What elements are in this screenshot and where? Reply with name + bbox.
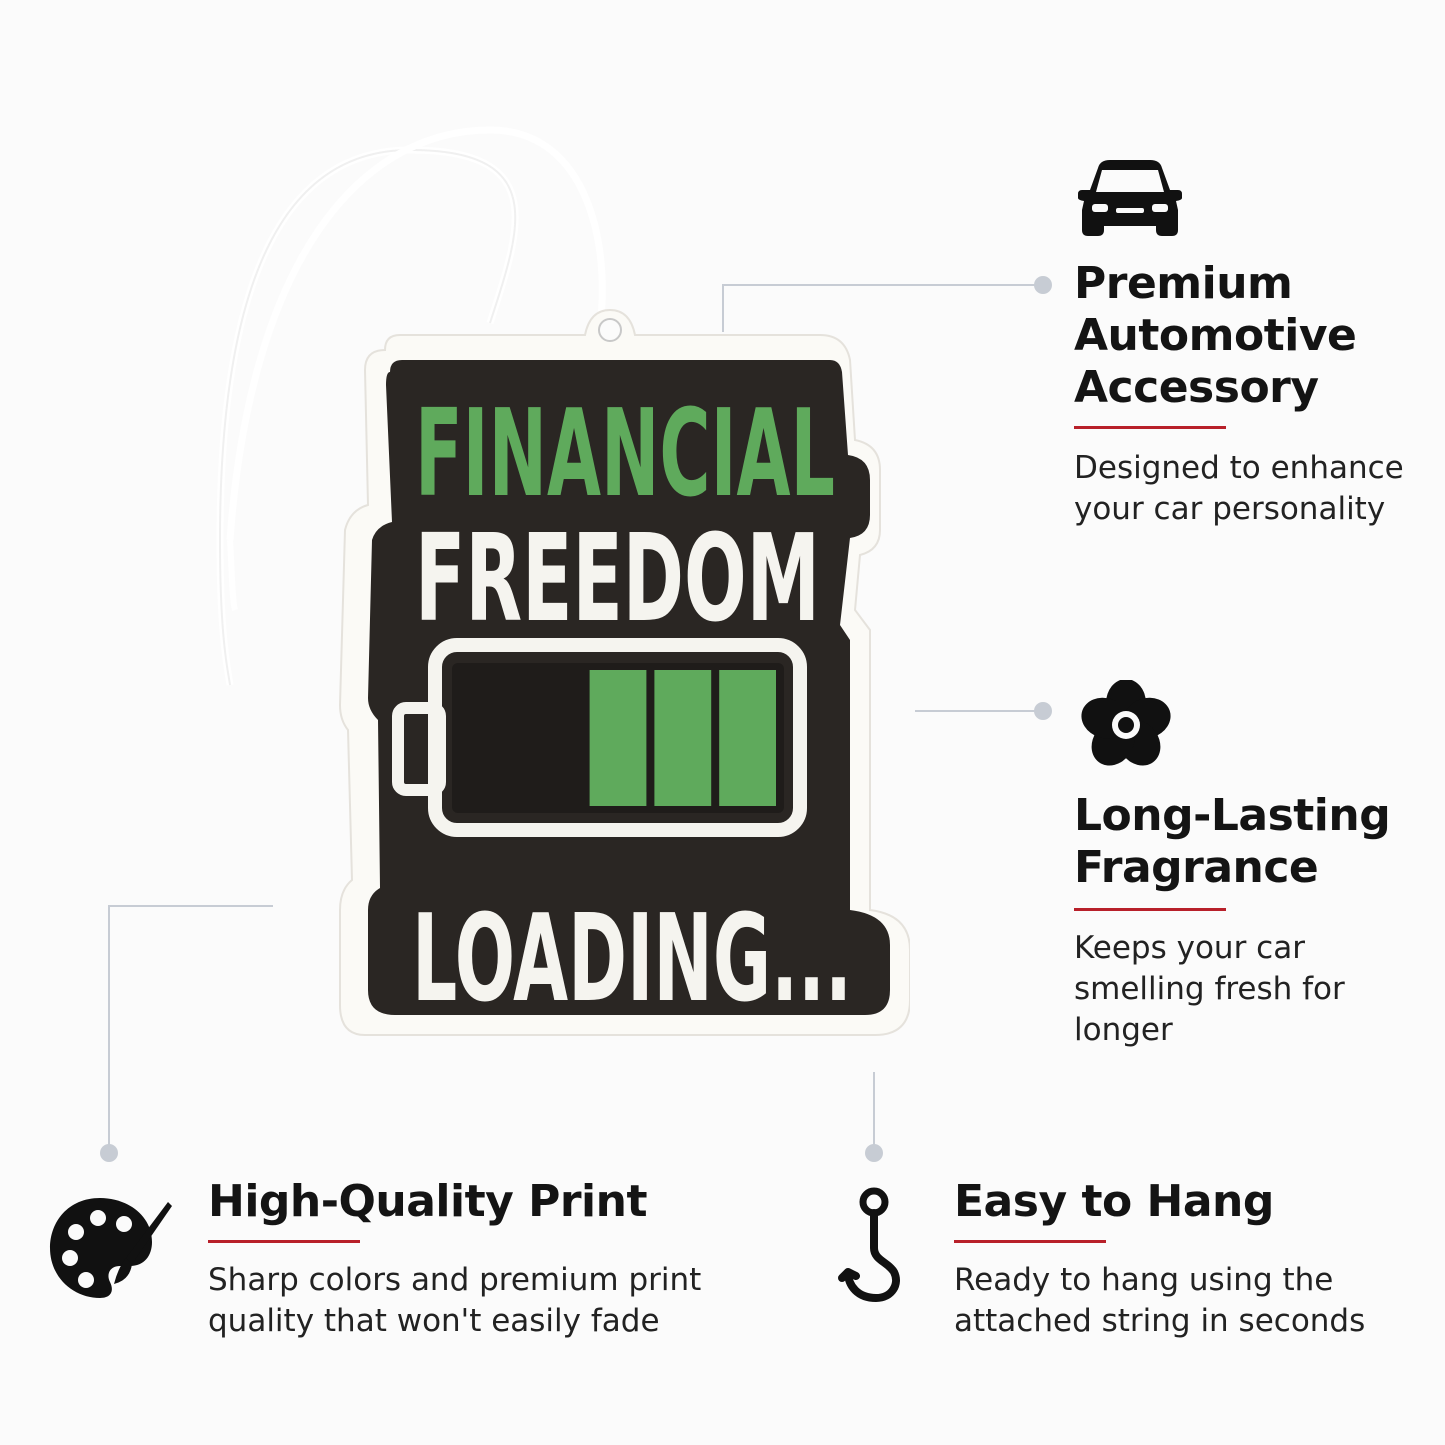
feature-title-premium: Premium Automotive Accessory	[1074, 258, 1357, 413]
feature-title-print: High-Quality Print	[208, 1176, 648, 1227]
tag-line-loading: LOADING...	[412, 890, 852, 1029]
connector-line-top-right-h	[722, 284, 1040, 286]
tag-line-freedom: FREEDOM	[415, 510, 820, 649]
connector-line-bottom-mid	[873, 1072, 875, 1150]
feature-desc-premium: Designed to enhance your car personality	[1074, 450, 1404, 527]
battery-cell	[719, 670, 776, 806]
battery-cell	[654, 670, 712, 806]
palette-icon	[50, 1198, 172, 1298]
feature-title-fragrance: Long-Lasting Fragrance	[1074, 790, 1391, 893]
title-underline	[954, 1240, 1106, 1243]
car-icon	[1078, 160, 1182, 236]
flower-icon	[1081, 680, 1171, 766]
connector-dot	[1034, 702, 1052, 720]
feature-desc-fragrance: Keeps your car smelling fresh for longer	[1074, 930, 1345, 1048]
connector-line-top-right	[722, 284, 724, 332]
title-underline	[208, 1240, 360, 1243]
tag-line-financial: FINANCIAL	[415, 385, 835, 524]
connector-line-left-v	[108, 905, 110, 1150]
connector-line-mid-right	[915, 710, 1037, 712]
battery-charge-cells	[589, 670, 776, 806]
connector-dot	[100, 1144, 118, 1162]
connector-dot	[1034, 276, 1052, 294]
feature-title-hang: Easy to Hang	[954, 1176, 1274, 1227]
battery-cell	[589, 670, 647, 806]
feature-desc-print: Sharp colors and premium print quality t…	[208, 1262, 702, 1339]
connector-line-left-h	[108, 905, 273, 907]
connector-dot	[865, 1144, 883, 1162]
air-freshener-tag: FINANCIAL FREEDOM LOADING...	[216, 126, 910, 1036]
hook-icon	[838, 1187, 900, 1302]
title-underline	[1074, 908, 1226, 911]
feature-desc-hang: Ready to hang using the attached string …	[954, 1262, 1366, 1339]
hanging-string	[216, 146, 519, 686]
title-underline	[1074, 426, 1226, 429]
